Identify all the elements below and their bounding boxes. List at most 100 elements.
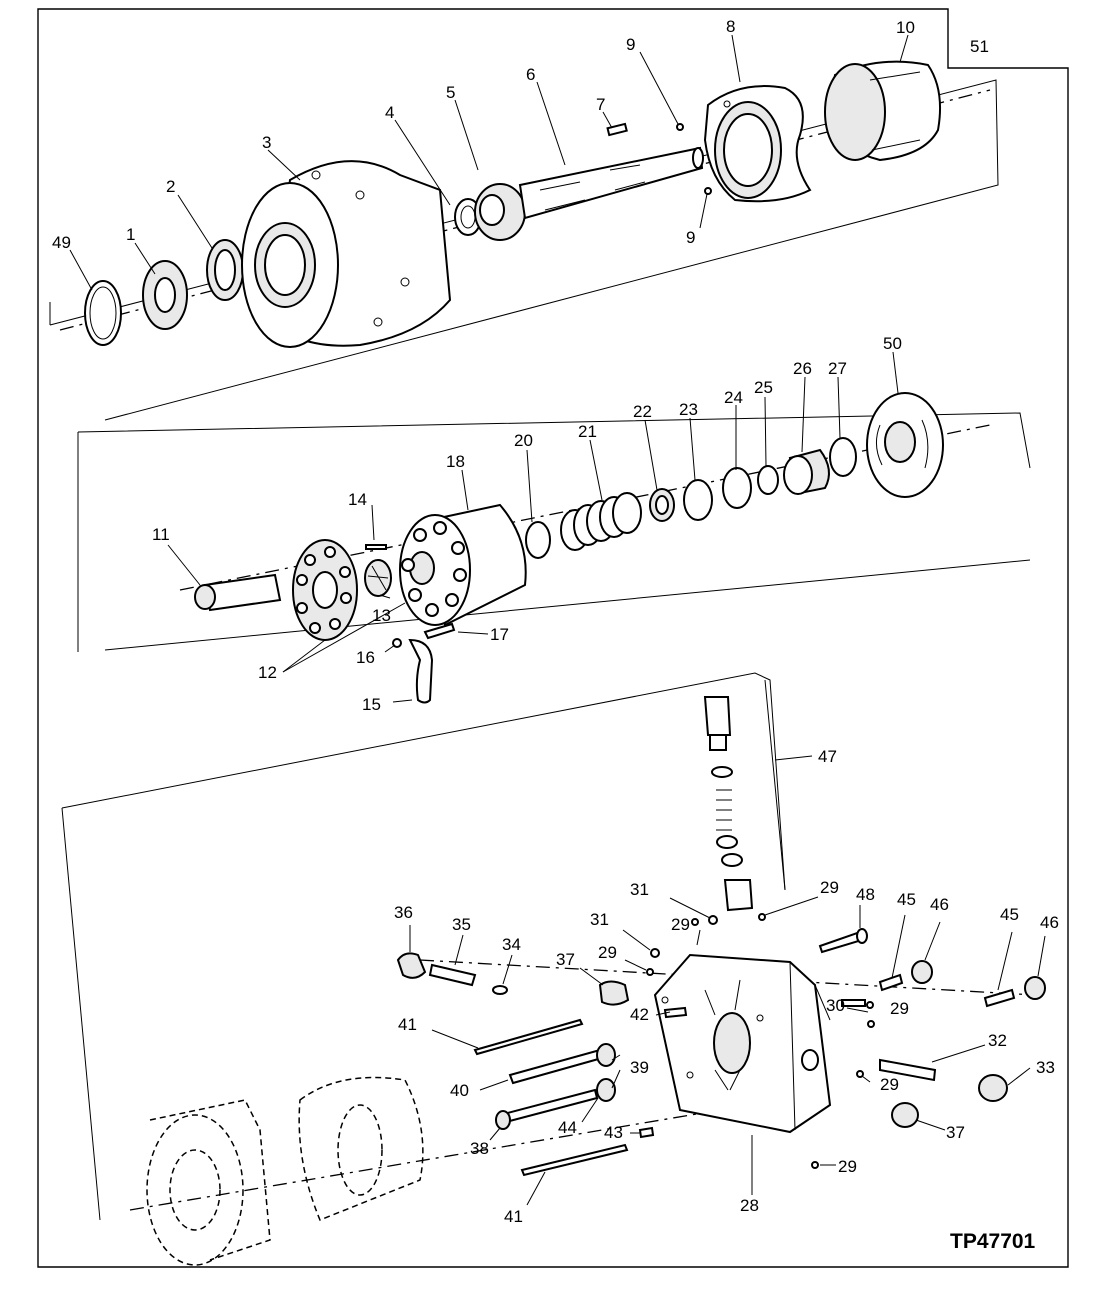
label-14: 14 — [348, 490, 367, 509]
label-21: 21 — [578, 422, 597, 441]
label-43: 43 — [604, 1123, 623, 1142]
bottom-group-frame — [61, 672, 786, 1221]
pin-14 — [365, 544, 387, 550]
sleeve-39-upper — [596, 1043, 616, 1067]
label-26: 26 — [793, 359, 812, 378]
label-24: 24 — [724, 388, 743, 407]
label-46-left: 46 — [930, 895, 949, 914]
label-37-lower: 37 — [946, 1123, 965, 1142]
label-7: 7 — [596, 95, 605, 114]
label-29-f: 29 — [838, 1157, 857, 1176]
plug-36 — [396, 952, 427, 979]
label-31-upper: 31 — [630, 880, 649, 899]
top-group — [49, 34, 999, 421]
label-6: 6 — [526, 65, 535, 84]
fitting-32 — [879, 1058, 937, 1082]
label-25: 25 — [754, 378, 773, 397]
plug-38 — [495, 1110, 511, 1130]
label-40: 40 — [450, 1081, 469, 1100]
pin-43 — [638, 1126, 655, 1139]
pin-7 — [606, 122, 628, 137]
leaders-bottom — [409, 896, 1046, 1206]
bolt-48 — [818, 928, 868, 954]
end-cap-28 — [653, 953, 832, 1134]
relief-valve-47 — [703, 696, 754, 912]
label-16: 16 — [356, 648, 375, 667]
phantom-housing — [146, 1076, 424, 1266]
label-44: 44 — [558, 1118, 577, 1137]
label-34: 34 — [502, 935, 521, 954]
label-22: 22 — [633, 402, 652, 421]
label-35: 35 — [452, 915, 471, 934]
valve-plate-50 — [866, 392, 944, 498]
pin-9-lower — [704, 187, 712, 195]
label-15: 15 — [362, 695, 381, 714]
spring-21 — [560, 492, 642, 551]
washer-1 — [142, 260, 188, 330]
label-8: 8 — [726, 17, 735, 36]
label-27: 27 — [828, 359, 847, 378]
swashplate-8 — [703, 85, 812, 203]
label-41-upper: 41 — [398, 1015, 417, 1034]
ball-guide-13 — [364, 559, 392, 597]
guide-15 — [408, 638, 434, 704]
label-50: 50 — [883, 334, 902, 353]
fitting-30 — [841, 999, 866, 1007]
label-13: 13 — [372, 606, 391, 625]
label-46-right: 46 — [1040, 913, 1059, 932]
label-42: 42 — [630, 1005, 649, 1024]
spool-44 — [498, 1088, 599, 1125]
ring-27 — [829, 437, 857, 477]
middle-group-frame — [77, 412, 1031, 652]
callout-labels: 49 1 2 3 4 5 6 7 9 8 10 51 9 50 27 26 25… — [52, 17, 1059, 1253]
rod-41-upper — [473, 1018, 584, 1056]
ring-25 — [757, 465, 779, 495]
label-29-e: 29 — [880, 1075, 899, 1094]
label-9-upper: 9 — [626, 35, 635, 54]
plug-45-left — [878, 973, 904, 992]
cap-46-right — [1024, 976, 1046, 1000]
label-47: 47 — [818, 747, 837, 766]
piston-11 — [194, 573, 282, 612]
label-18: 18 — [446, 452, 465, 471]
label-37-upper: 37 — [556, 950, 575, 969]
label-29-a: 29 — [820, 878, 839, 897]
leaders-middle — [167, 351, 899, 703]
outer-frame — [37, 8, 1069, 1268]
ball-joint-parts — [392, 622, 456, 704]
label-41-lower: 41 — [504, 1207, 523, 1226]
housing-3 — [241, 160, 452, 348]
snap-ring-24 — [722, 467, 752, 509]
label-48: 48 — [856, 885, 875, 904]
label-1: 1 — [126, 225, 135, 244]
plug-45-right — [983, 988, 1016, 1008]
spring-34 — [492, 985, 508, 995]
label-29-c: 29 — [598, 943, 617, 962]
label-45-right: 45 — [1000, 905, 1019, 924]
plug-37-lower — [891, 1102, 919, 1128]
seal-2 — [206, 239, 244, 301]
leaders-top — [69, 34, 909, 291]
label-51: 51 — [970, 37, 989, 56]
small-plugs-29-31 — [646, 913, 875, 1169]
snap-ring-23 — [683, 479, 713, 521]
label-33: 33 — [1036, 1058, 1055, 1077]
label-11: 11 — [152, 525, 170, 544]
middle-group — [77, 351, 1031, 704]
label-20: 20 — [514, 431, 533, 450]
plug-42 — [663, 1006, 688, 1019]
washer-22 — [649, 488, 675, 522]
label-3: 3 — [262, 133, 271, 152]
rod-41-lower — [520, 1143, 629, 1177]
bearing-5 — [474, 183, 526, 241]
spool-35 — [428, 963, 477, 987]
label-23: 23 — [679, 400, 698, 419]
label-49: 49 — [52, 233, 71, 252]
figure-code: TP47701 — [950, 1230, 1036, 1253]
label-17: 17 — [490, 625, 509, 644]
label-29-d: 29 — [890, 999, 909, 1018]
bottom-group — [61, 672, 1046, 1266]
pin-9-upper — [676, 123, 684, 131]
label-36: 36 — [394, 903, 413, 922]
